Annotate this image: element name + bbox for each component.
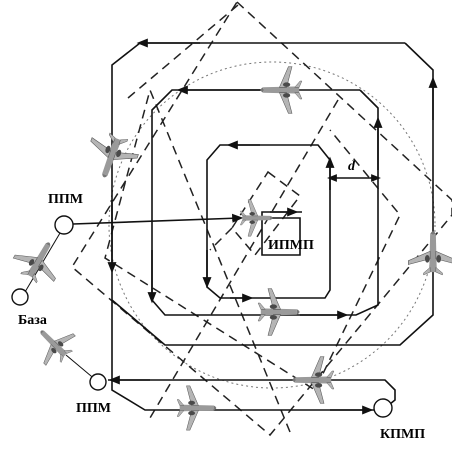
point-circle-icon (55, 216, 73, 234)
aircraft-icon (240, 200, 272, 236)
base-label: База (18, 313, 47, 328)
ppm-start-label: ППМ (48, 192, 83, 207)
entry-track (73, 218, 240, 224)
aircraft-icon (408, 231, 452, 275)
ipmp-label: ИПМП (268, 238, 314, 253)
solid-spiral-track (108, 43, 433, 410)
spacing-label: d (348, 159, 356, 174)
aircraft-icon (258, 289, 299, 336)
aircraft-icon (293, 357, 334, 404)
point-circle-icon (374, 399, 392, 417)
point-circle-icon (90, 374, 106, 390)
aircraft-icon (8, 231, 69, 290)
kpmp-label: КПМП (380, 427, 425, 442)
ppm-end-label: ППМ (76, 401, 111, 416)
track-arrows (112, 43, 433, 410)
aircraft-icon (177, 386, 216, 430)
point-circle-icon (12, 289, 28, 305)
aircraft-icon (261, 67, 302, 114)
